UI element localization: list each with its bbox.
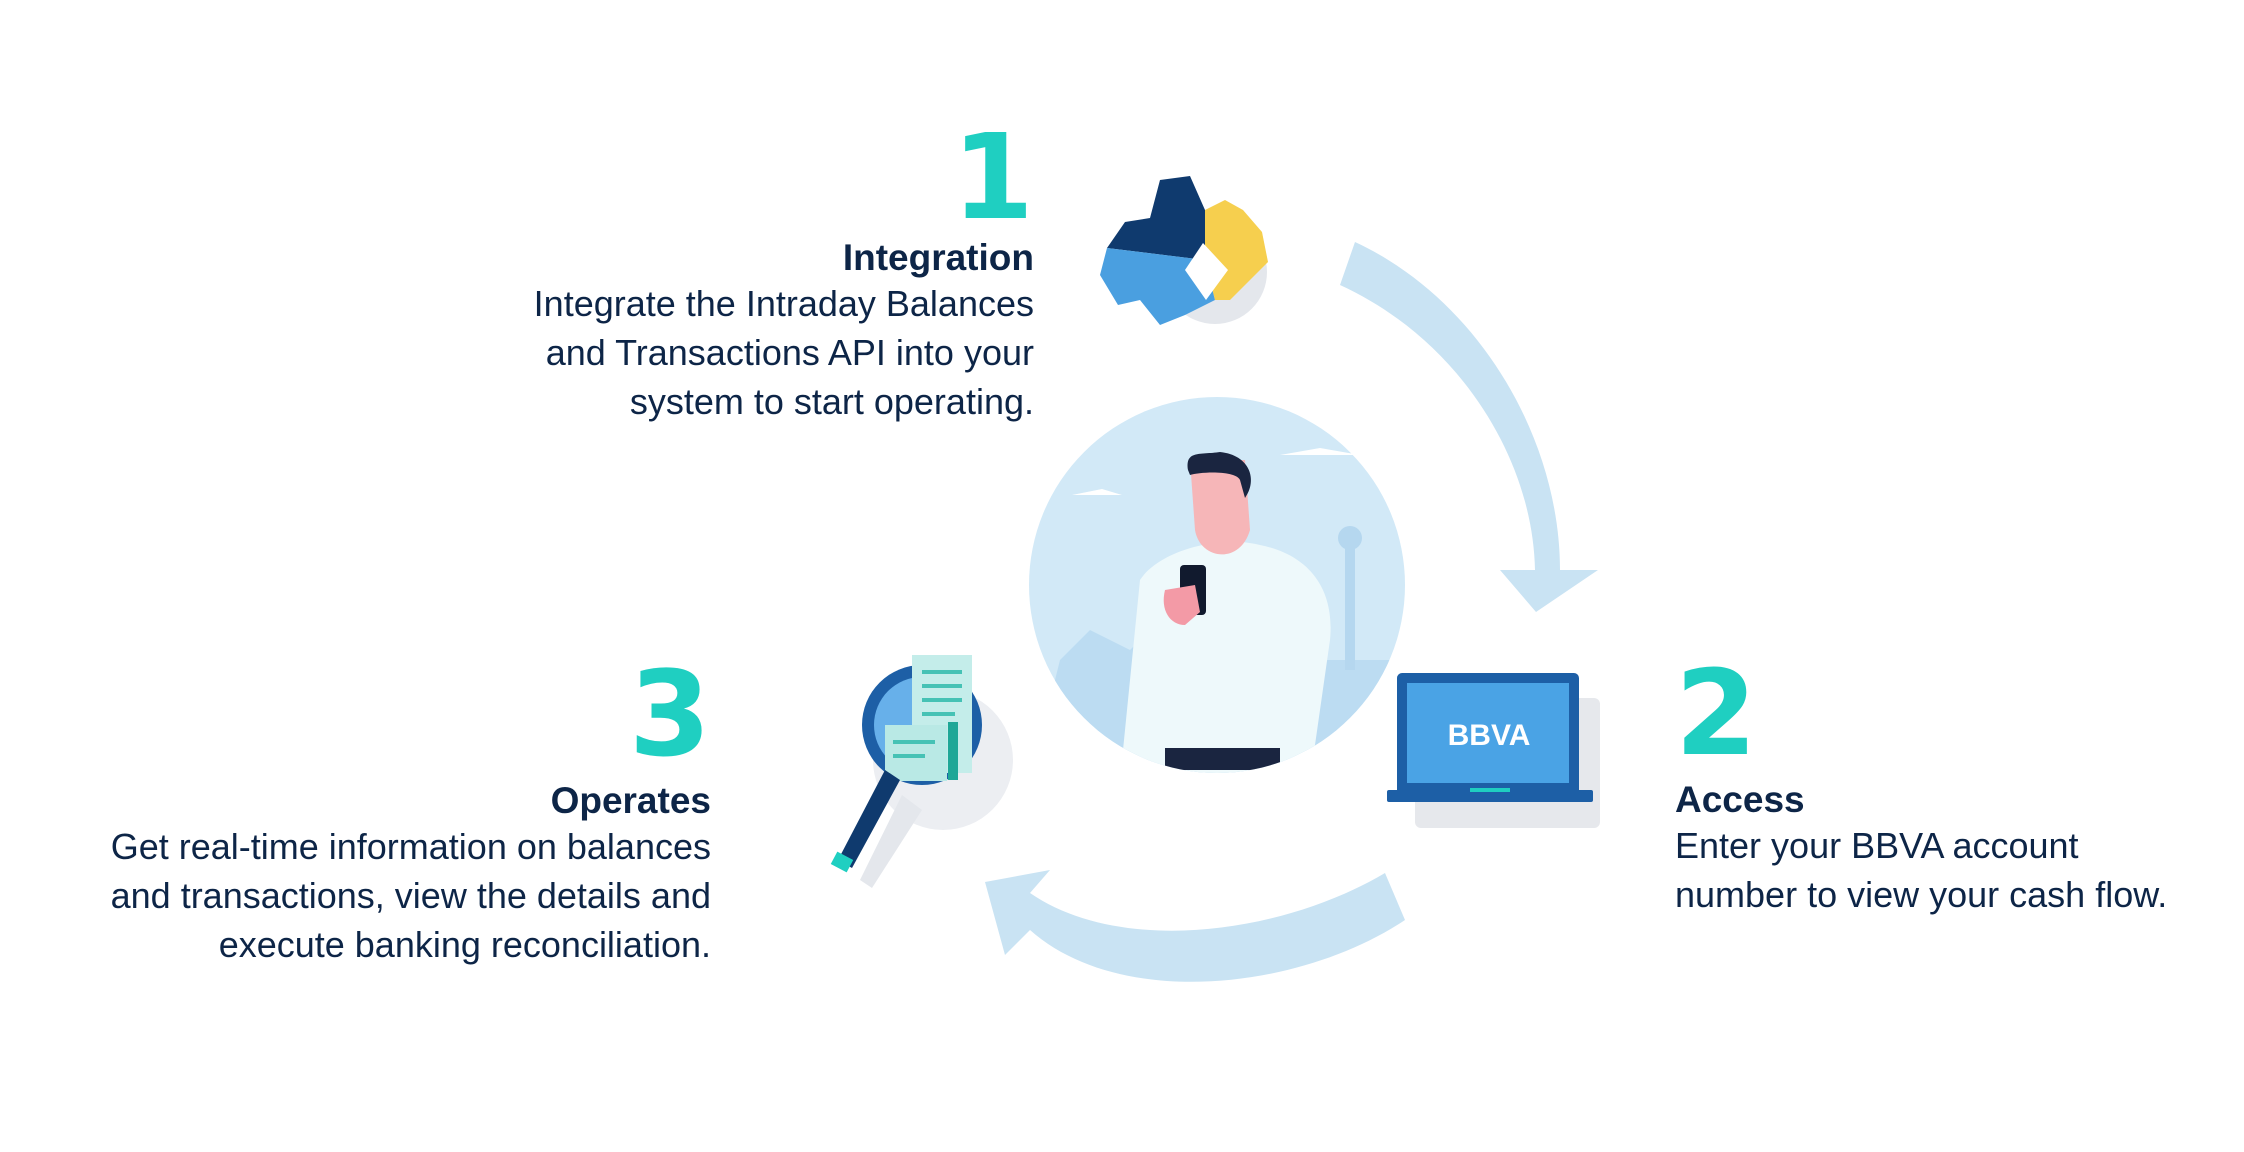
step-2-description: Enter your BBVA account number to view y… xyxy=(1675,822,2235,919)
step-2-line: number to view your cash flow. xyxy=(1675,873,2168,915)
laptop-icon: BBVA xyxy=(1387,673,1600,828)
step-1-title: Integration xyxy=(842,237,1034,278)
step-1-description: Integrate the Intraday Balances and Tran… xyxy=(474,280,1034,426)
arrow-2-to-3 xyxy=(985,870,1405,982)
step-2-line: Enter your BBVA account xyxy=(1675,825,2079,867)
step-3-line: and transactions, view the details and xyxy=(110,874,711,916)
step-3-title: Operates xyxy=(550,780,711,821)
magnifier-receipt-icon xyxy=(830,655,1013,888)
step-2-title: Access xyxy=(1675,779,1805,820)
step-1-line: Integrate the Intraday Balances xyxy=(533,283,1034,325)
step-3-line: Get real-time information on balances xyxy=(110,826,711,868)
step-2: 2 Access Enter your BBVA account number … xyxy=(1675,654,2235,920)
cycle-arrows xyxy=(985,242,1598,982)
step-2-number: 2 xyxy=(1675,644,1758,782)
step-1-number: 1 xyxy=(951,108,1034,246)
person-phone-illustration xyxy=(1029,397,1405,773)
step-1: 1 Integration Integrate the Intraday Bal… xyxy=(474,118,1034,426)
step-1-line: and Transactions API into your xyxy=(545,331,1034,373)
step-3-description: Get real-time information on balances an… xyxy=(11,823,711,969)
gear-icon xyxy=(1100,176,1268,325)
laptop-logo: BBVA xyxy=(1448,719,1531,752)
step-3-line: execute banking reconciliation. xyxy=(218,923,711,965)
step-3-number: 3 xyxy=(628,645,711,783)
step-1-line: system to start operating. xyxy=(629,380,1034,422)
arrow-1-to-2 xyxy=(1340,242,1598,612)
step-3: 3 Operates Get real-time information on … xyxy=(11,655,711,969)
